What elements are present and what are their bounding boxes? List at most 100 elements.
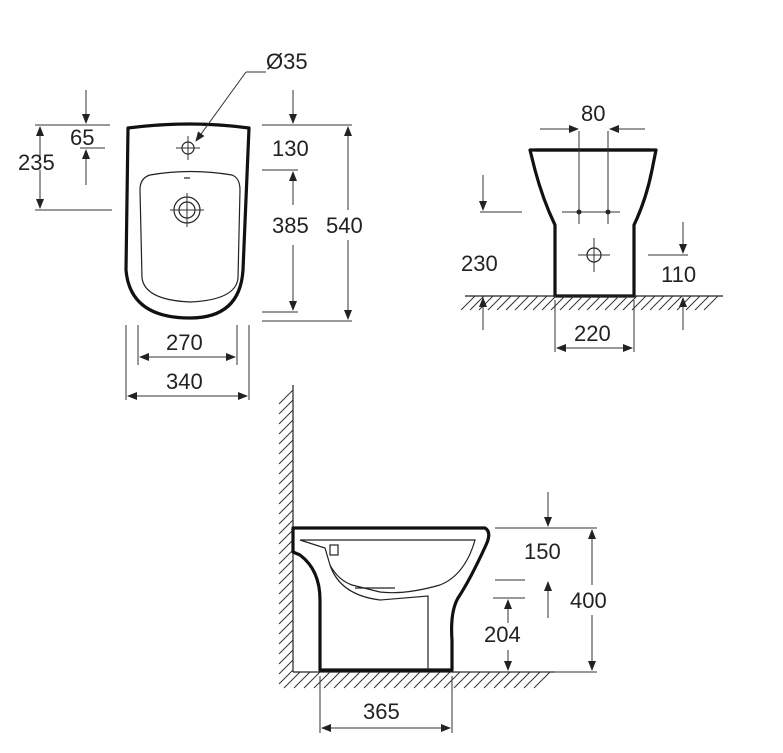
waste-outlet-marker [578,238,610,272]
hatch-line [278,409,294,425]
hatch-line [493,671,511,689]
hatch-line [343,671,361,689]
hatch-line [532,295,548,311]
rim-to-waste-label: 150 [524,539,561,564]
hatch-line [568,295,584,311]
hatch-line [473,671,491,689]
hatch-line [514,295,530,311]
hatch-line [278,389,294,405]
hatch-line [676,295,692,311]
hatch-line [559,295,575,311]
hatch-line [694,295,710,311]
hatch-line [323,671,341,689]
hatch-line [293,671,311,689]
hole-offset-right-label: 130 [272,136,309,161]
upper-depth-label: 235 [18,150,55,175]
hatch-line [604,295,620,311]
overflow-slot [329,544,339,556]
hatch-line [278,609,294,625]
fixing-holes [562,200,620,224]
hatch-line [278,479,294,495]
hatch-line [278,399,294,415]
hatch-line [413,671,431,689]
hatch-line [278,519,294,535]
hatch-line [278,629,294,645]
depth-label: 365 [363,699,400,724]
hatch-line [278,449,294,465]
fixing-height-label: 230 [461,251,498,276]
hatch-line [658,295,674,311]
hatch-line [278,469,294,485]
hatch-line [278,529,294,545]
hatch-line [403,671,421,689]
bidet-top-outline [124,122,251,320]
hatch-line [278,599,294,615]
hatch-line [278,439,294,455]
hatch-line [278,429,294,445]
hatch-line [278,489,294,505]
hatch-line [363,671,381,689]
front-floor [460,295,723,311]
hatch-line [703,295,719,311]
bowl-length-label: 385 [272,213,309,238]
hatch-line [505,295,521,311]
tap-hole-marker [176,136,200,160]
hatch-line [303,671,321,689]
hatch-line [649,295,665,311]
hatch-line [423,671,441,689]
hatch-line [541,295,557,311]
hatch-line [595,295,611,311]
hatch-line [469,295,485,311]
hatch-line [278,669,294,685]
top-view: Ø35 65 235 130 385 540 270 340 [18,49,363,400]
fixing-spacing-label: 80 [581,101,605,126]
side-view: 150 400 204 365 [278,385,607,733]
hatch-line [478,295,494,311]
bidet-side-outline [291,526,491,672]
bowl-width-label: 270 [166,330,203,355]
hatch-line [278,659,294,675]
hatch-line [483,671,501,689]
hatch-line [586,295,602,311]
hole-offset-left-label: 65 [70,125,94,150]
side-floor [283,671,555,689]
hatch-line [278,569,294,585]
hatch-line [333,671,351,689]
hatch-line [523,295,539,311]
hatch-line [383,671,401,689]
hatch-line [513,671,531,689]
hatch-line [393,671,411,689]
hatch-line [640,295,656,311]
hatch-line [613,295,629,311]
hatch-line [453,671,471,689]
hatch-line [685,295,701,311]
hatch-line [278,639,294,655]
hatch-line [313,671,331,689]
hatch-line [353,671,371,689]
bowl-outline [139,170,241,303]
hatch-line [278,559,294,575]
waste-height-label: 110 [661,262,696,287]
side-wall [278,385,294,685]
hatch-line [278,589,294,605]
hatch-line [278,499,294,515]
hatch-line [283,671,301,689]
hatch-line [463,671,481,689]
hatch-line [278,579,294,595]
drain-marker [170,177,204,227]
hatch-line [533,671,551,689]
bowl-inner-profile [299,539,476,594]
hatch-line [496,295,512,311]
total-height-label: 400 [570,588,607,613]
hatch-line [487,295,503,311]
hatch-line [622,295,638,311]
hatch-line [433,671,451,689]
hatch-line [278,509,294,525]
hatch-line [278,539,294,555]
hatch-line [460,295,476,311]
hatch-line [278,419,294,435]
hatch-line [503,671,521,689]
hatch-line [577,295,593,311]
front-view: 80 230 110 220 [460,101,723,352]
